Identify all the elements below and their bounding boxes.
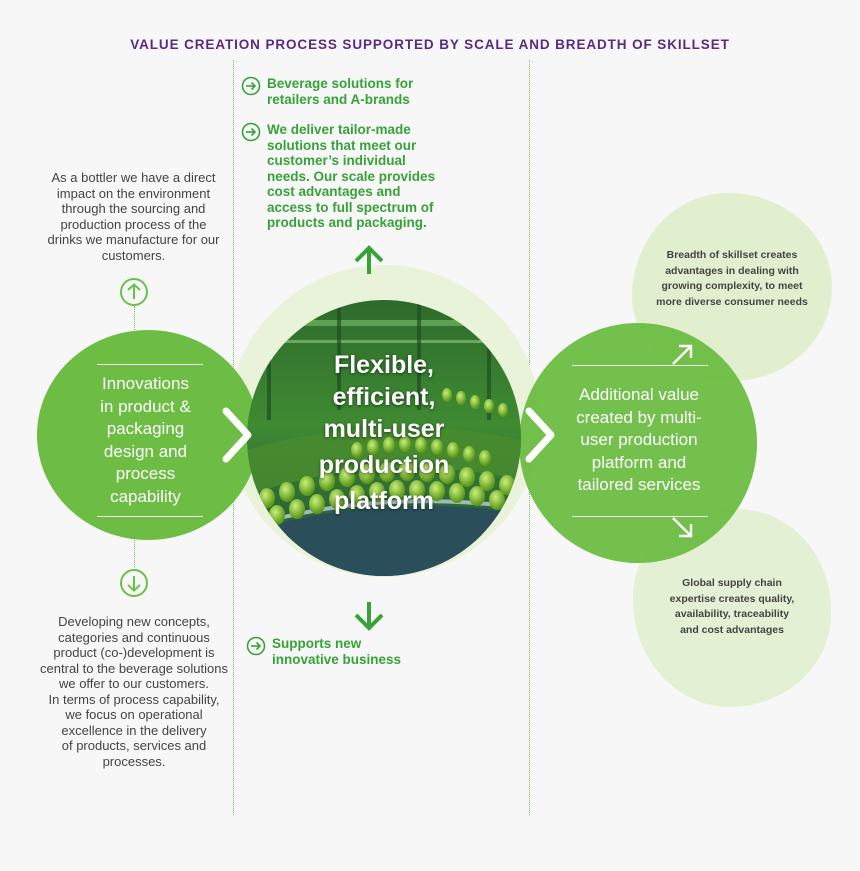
text-line: products and packaging. bbox=[267, 215, 427, 230]
text-line: drinks we manufacture for our bbox=[47, 232, 220, 247]
center-photo-circle bbox=[247, 300, 521, 576]
bullet-text: Beverage solutions for retailers and A-b… bbox=[267, 76, 413, 107]
text-line: As a bottler we have a direct bbox=[51, 170, 216, 185]
right-bottom-blob-text: Global supply chain expertise creates qu… bbox=[652, 576, 812, 638]
text-line: processes. bbox=[102, 753, 166, 769]
right-green-circle bbox=[519, 323, 757, 563]
arrow-down-circle-icon bbox=[120, 569, 148, 597]
text-line: and cost advantages bbox=[680, 623, 784, 636]
center-label-line: platform bbox=[334, 487, 434, 515]
right-circle-line: platform and bbox=[591, 452, 687, 472]
right-circle-line: Additional value bbox=[578, 385, 700, 404]
text-line: Developing new concepts, bbox=[58, 614, 210, 629]
arrow-right-circle-icon bbox=[241, 76, 261, 96]
left-circle-label: Innovations in product & packaging desig… bbox=[73, 373, 218, 508]
text-line: of products, services and bbox=[61, 738, 207, 753]
left-top-text: As a bottler we have a direct impact on … bbox=[31, 170, 236, 263]
left-circle-top-rule bbox=[97, 364, 203, 365]
text-line: central to the beverage solutions bbox=[40, 660, 228, 676]
chevron-right-icon bbox=[222, 407, 252, 463]
dotted-line-left-bottom bbox=[134, 517, 135, 567]
left-bottom-text: Developing new concepts, categories and … bbox=[20, 614, 248, 769]
bullet-text: Supports new innovative business bbox=[272, 636, 401, 667]
right-circle-line: user production bbox=[580, 430, 698, 449]
text-line: Beverage solutions for bbox=[267, 76, 414, 91]
text-line: customer’s individual bbox=[267, 153, 406, 168]
text-line: cost advantages and bbox=[267, 184, 401, 199]
factory-bottles-image bbox=[247, 300, 521, 576]
right-circle-bottom-rule bbox=[572, 516, 708, 517]
text-line: access to full spectrum of bbox=[267, 199, 434, 215]
bullet-beverage-solutions: Beverage solutions for retailers and A-b… bbox=[241, 76, 501, 110]
text-line: customers. bbox=[101, 247, 166, 263]
right-circle-top-rule bbox=[572, 365, 708, 366]
text-line: Breadth of skillset creates bbox=[666, 249, 798, 261]
arrow-right-circle-icon bbox=[241, 122, 261, 142]
left-circle-line: packaging bbox=[106, 419, 185, 438]
dotted-line-left-top bbox=[134, 306, 135, 346]
center-platform-label: Flexible, efficient, multi-user producti… bbox=[262, 349, 506, 517]
left-circle-line: design and bbox=[103, 441, 188, 461]
left-circle-line: in product & bbox=[100, 396, 191, 416]
left-circle-line: Innovations bbox=[102, 374, 189, 393]
text-line: excellence in the delivery bbox=[61, 722, 207, 738]
center-label-line: efficient, bbox=[332, 383, 436, 411]
text-line: categories and continuous bbox=[58, 629, 210, 645]
right-circle-label: Additional value created by multi- user … bbox=[560, 384, 718, 497]
text-line: needs. Our scale provides bbox=[267, 168, 436, 184]
left-circle-line: process bbox=[115, 464, 176, 483]
chevron-right-icon bbox=[525, 407, 555, 463]
bullet-text: We deliver tailor-made solutions that me… bbox=[267, 122, 435, 231]
right-circle-line: created by multi- bbox=[576, 407, 702, 427]
arrow-right-circle-icon bbox=[246, 636, 266, 656]
center-label-line: production bbox=[318, 451, 450, 479]
right-circle-line: tailored services bbox=[577, 475, 701, 494]
arrow-down-icon bbox=[354, 602, 384, 631]
arrow-up-right-icon bbox=[672, 344, 693, 365]
text-line: Supports new bbox=[272, 636, 362, 651]
text-line: expertise creates quality, bbox=[669, 592, 795, 605]
text-line: In terms of process capability, bbox=[48, 691, 220, 707]
text-line: production process of the bbox=[60, 216, 207, 232]
text-line: growing complexity, to meet bbox=[661, 280, 803, 292]
text-line: We deliver tailor-made bbox=[267, 122, 411, 137]
text-line: Global supply chain bbox=[682, 577, 782, 589]
text-line: advantages in dealing with bbox=[665, 264, 799, 277]
right-top-blob-text: Breadth of skillset creates advantages i… bbox=[652, 248, 812, 310]
bullet-tailor-made: We deliver tailor-made solutions that me… bbox=[241, 122, 511, 234]
left-circle-bottom-rule bbox=[97, 516, 203, 517]
arrow-up-circle-icon bbox=[120, 278, 148, 306]
text-line: retailers and A-brands bbox=[267, 91, 410, 107]
arrow-up-icon bbox=[354, 245, 384, 274]
text-line: solutions that meet our bbox=[267, 137, 417, 153]
diagram-title: VALUE CREATION PROCESS SUPPORTED BY SCAL… bbox=[130, 37, 730, 52]
arrow-down-right-icon bbox=[672, 517, 693, 538]
text-line: more diverse consumer needs bbox=[656, 295, 808, 308]
text-line: innovative business bbox=[272, 651, 402, 667]
text-line: product (co-)development is bbox=[53, 645, 215, 660]
text-line: through the sourcing and bbox=[61, 201, 206, 216]
text-line: availability, traceability bbox=[674, 608, 790, 620]
left-green-circle bbox=[37, 330, 259, 540]
text-line: we offer to our customers. bbox=[58, 676, 210, 691]
bullet-supports-new-business: Supports new innovative business bbox=[246, 636, 476, 670]
text-line: impact on the environment bbox=[56, 185, 211, 201]
center-label-line: multi-user bbox=[323, 415, 445, 443]
left-circle-line: capability bbox=[110, 486, 181, 506]
center-label-line: Flexible, bbox=[333, 351, 435, 379]
text-line: we focus on operational bbox=[65, 707, 203, 722]
